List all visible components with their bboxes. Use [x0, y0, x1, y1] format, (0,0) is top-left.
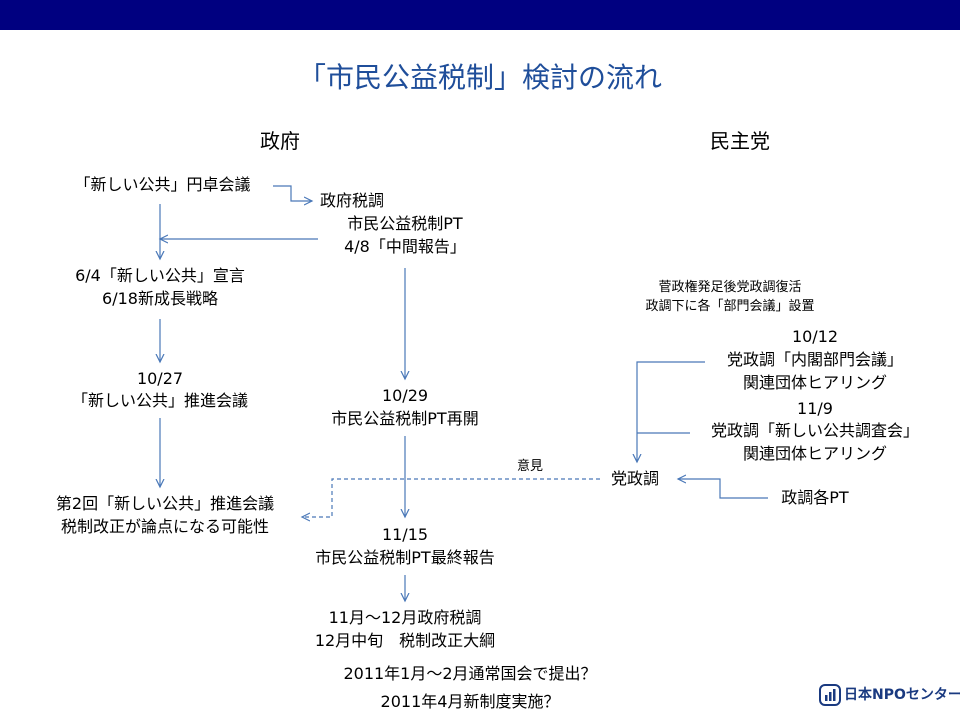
final-date: 11/15	[381, 525, 429, 544]
interim-report: 4/8「中間報告」	[344, 237, 466, 256]
new-system-implementation: 2011年4月新制度実施？	[380, 692, 560, 711]
logo-mark-icon	[819, 684, 841, 706]
growth-strategy: 6/18新成長戦略	[102, 289, 218, 308]
top-bar	[0, 0, 960, 30]
heading-government: 政府	[260, 129, 300, 153]
roundtable-label: 「新しい公共」円卓会議	[74, 175, 251, 194]
gov-tax-schedule: 11月～12月政府税調	[328, 608, 482, 627]
arrow-cabinet-to-party	[637, 361, 705, 462]
promotion-council: 「新しい公共」推進会議	[71, 391, 248, 410]
division-meetings-note: 政調下に各「部門会議」設置	[645, 299, 815, 314]
gov-tax-commission: 政府税調	[320, 191, 385, 210]
heading-dpj: 民主党	[710, 129, 770, 153]
second-council: 第2回「新しい公共」推進会議	[55, 494, 275, 513]
tax-reform-outline: 12月中旬 税制改正大綱	[314, 631, 496, 650]
commons-hearing: 関連団体ヒアリング	[742, 444, 887, 463]
promotion-date: 10/27	[136, 369, 184, 388]
diet-submission: 2011年1月～2月通常国会で提出？	[343, 664, 597, 683]
cabinet-division-meeting: 党政調「内閣部門会議」	[726, 350, 903, 369]
restart-date: 10/29	[381, 386, 429, 405]
civic-tax-pt: 市民公益税制PT	[347, 214, 463, 233]
declaration-date: 6/4「新しい公共」宣言	[75, 266, 245, 285]
party-policy-council: 党政調	[610, 469, 659, 488]
cabinet-hearing: 関連団体ヒアリング	[742, 373, 887, 392]
new-commons-committee: 党政調「新しい公共調査会」	[710, 421, 919, 440]
cabinet-date: 10/12	[791, 327, 839, 346]
arrow-roundtable-to-govtax	[273, 185, 312, 201]
arrow-opinion-to-second	[302, 478, 600, 517]
policy-revival-note: 菅政権発足後党政調復活	[658, 280, 802, 295]
commons-date: 11/9	[797, 399, 833, 418]
tax-reform-possibility: 税制改正が論点になる可能性	[60, 517, 269, 536]
logo-text: 日本NPOセンター	[844, 687, 960, 703]
pt-restart: 市民公益税制PT再開	[331, 409, 479, 428]
opinion-label: 意見	[516, 459, 543, 474]
logo: 日本NPOセンター	[818, 680, 960, 712]
final-report: 市民公益税制PT最終報告	[315, 548, 495, 567]
page-title: 「市民公益税制」検討の流れ	[297, 61, 662, 94]
arrow-pts-to-party	[678, 479, 768, 499]
policy-pts: 政調各PT	[781, 488, 849, 507]
